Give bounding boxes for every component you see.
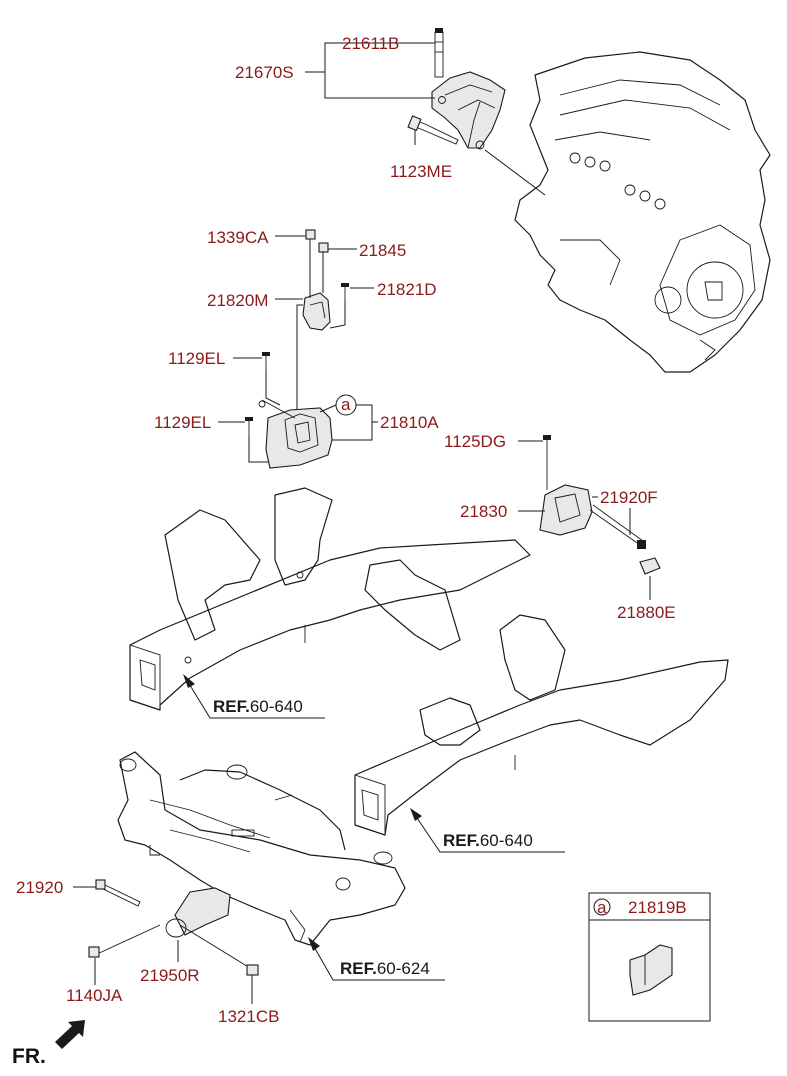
ref1-prefix: REF. <box>213 697 250 716</box>
inset-box <box>588 892 711 1022</box>
label-1321cb: 1321CB <box>218 1007 279 1026</box>
mount-21830 <box>539 435 661 575</box>
mount-21820m <box>245 229 349 436</box>
part-labels: 21611B 21670S 1123ME 1339CA 21845 21820M… <box>16 34 676 1026</box>
mount-21810a <box>258 394 378 469</box>
ref-arrow-3 <box>308 937 445 981</box>
label-21950r: 21950R <box>140 966 200 985</box>
ref1-number: 60-640 <box>250 697 303 716</box>
leader-lines-mid <box>218 235 374 463</box>
label-1339ca: 1339CA <box>207 228 269 247</box>
svg-text:REF.60-624: REF.60-624 <box>340 959 430 978</box>
ref-labels: REF.60-640 REF.60-640 REF.60-624 <box>213 697 533 978</box>
label-21880e: 21880E <box>617 603 676 622</box>
label-1125dg: 1125DG <box>444 432 506 451</box>
label-1123me: 1123ME <box>390 162 452 181</box>
leader-lines-bottom <box>73 886 253 1004</box>
subframe <box>88 751 406 976</box>
label-21611b: 21611B <box>342 34 399 53</box>
callout-a-marker: a <box>341 395 351 414</box>
label-21830: 21830 <box>460 502 507 521</box>
ref3-number: 60-624 <box>377 959 430 978</box>
label-21920: 21920 <box>16 878 63 897</box>
ref3-prefix: REF. <box>340 959 377 978</box>
inset-marker: a <box>597 898 607 917</box>
side-member-right <box>354 614 729 836</box>
side-member-left <box>129 487 531 711</box>
svg-text:REF.60-640: REF.60-640 <box>443 831 533 850</box>
label-1129el-upper: 1129EL <box>168 349 225 368</box>
inset-labels: a 21819B <box>597 898 687 917</box>
leader-lines-top <box>305 42 435 145</box>
ref2-prefix: REF. <box>443 831 480 850</box>
label-21821d: 21821D <box>377 280 437 299</box>
ref-arrow-2 <box>410 808 565 853</box>
label-1129el-lower: 1129EL <box>154 413 211 432</box>
engine-block <box>514 51 771 373</box>
label-1140ja: 1140JA <box>66 986 123 1005</box>
ref-arrow-1 <box>183 674 325 719</box>
svg-text:REF.60-640: REF.60-640 <box>213 697 303 716</box>
inset-part-number: 21819B <box>628 898 687 917</box>
ref2-number: 60-640 <box>480 831 533 850</box>
label-21670s: 21670S <box>235 63 294 82</box>
label-21920f: 21920F <box>600 488 658 507</box>
engine-mount-bracket <box>407 28 546 196</box>
front-direction <box>55 1020 85 1049</box>
label-21845: 21845 <box>359 241 406 260</box>
leader-lines-right <box>518 440 651 600</box>
label-21820m: 21820M <box>207 291 268 310</box>
front-label: FR. <box>12 1045 46 1068</box>
label-21810a: 21810A <box>380 413 439 432</box>
